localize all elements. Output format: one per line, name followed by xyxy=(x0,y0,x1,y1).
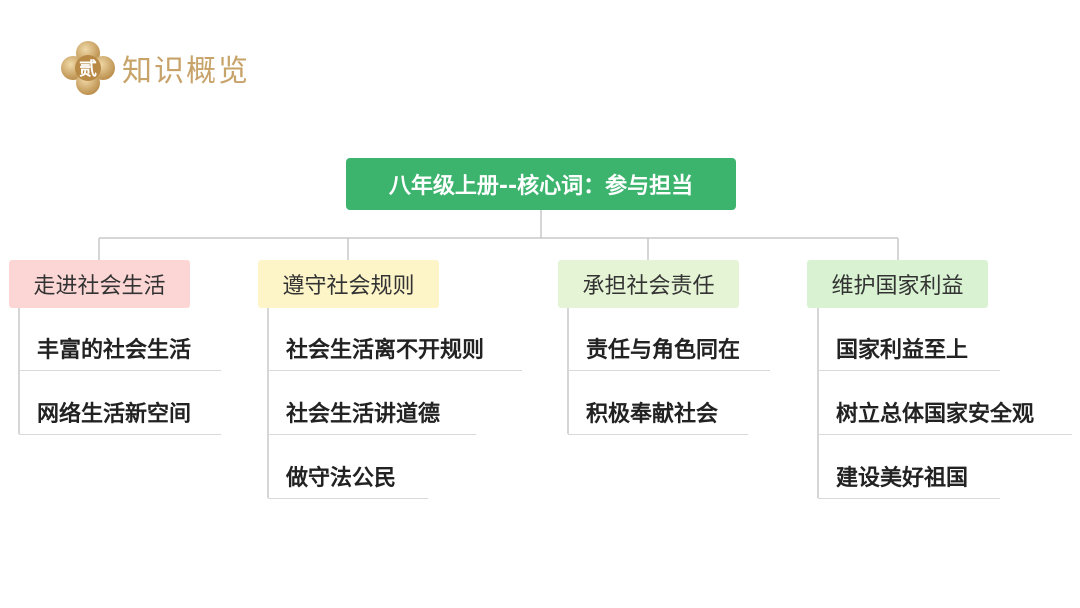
leaf-node: 丰富的社会生活 xyxy=(19,325,221,371)
leaf-node: 责任与角色同在 xyxy=(568,325,770,371)
leaf-node: 树立总体国家安全观 xyxy=(818,389,1072,435)
branch-node-social-life: 走进社会生活 xyxy=(9,260,190,308)
leaf-node: 做守法公民 xyxy=(268,453,428,499)
leaf-node: 社会生活讲道德 xyxy=(268,389,476,435)
leaf-node: 积极奉献社会 xyxy=(568,389,748,435)
logo-emblem-icon: 贰 xyxy=(61,41,115,95)
page-title: 知识概览 xyxy=(122,54,250,89)
root-node: 八年级上册--核心词：参与担当 xyxy=(346,158,736,210)
branch-node-social-responsibility: 承担社会责任 xyxy=(558,260,739,308)
leaf-node: 社会生活离不开规则 xyxy=(268,325,522,371)
branch-node-national-interest: 维护国家利益 xyxy=(807,260,988,308)
leaf-node: 国家利益至上 xyxy=(818,325,1000,371)
branch-node-social-rules: 遵守社会规则 xyxy=(258,260,439,308)
leaf-node: 网络生活新空间 xyxy=(19,389,221,435)
leaf-node: 建设美好祖国 xyxy=(818,453,1000,499)
logo-char: 贰 xyxy=(79,59,97,80)
